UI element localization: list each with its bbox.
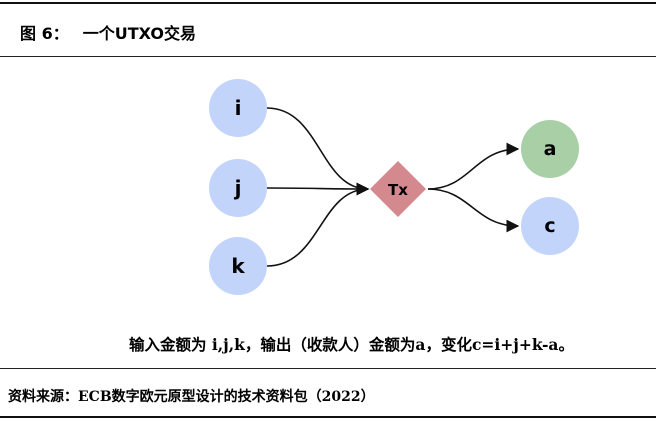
input-node-j: j [209,159,267,217]
figure-title-text: 一个UTXO交易 [82,24,196,43]
input-node-i: i [209,79,267,137]
output-node-a-label: a [544,138,557,160]
edge-j-tx [266,182,370,196]
top-rule [0,2,656,4]
input-node-j-label: j [234,176,242,200]
edge-i-tx [266,107,370,196]
output-node-c-label: c [544,215,555,237]
output-node-a: a [521,120,579,178]
utxo-diagram: i j k Tx a c [209,79,579,295]
edge-tx-c [427,188,520,233]
source-note: 资料来源：ECB数字欧元原型设计的技术资料包（2022） [8,389,375,405]
transaction-node-label: Tx [388,181,408,199]
edge-k-tx [266,182,370,267]
input-node-k: k [209,237,267,295]
caption-rule [0,368,656,369]
figure-number: 图 6： [20,24,69,43]
diagram-caption: 输入金额为 i,j,k，输出（收款人）金额为a，变化c=i+j+k-a。 [129,335,574,354]
bottom-rule [0,416,656,418]
figure-title: 图 6： 一个UTXO交易 [8,20,196,44]
output-node-c: c [521,197,579,255]
edge-tx-a [427,142,520,190]
transaction-node: Tx [370,161,426,217]
input-node-i-label: i [235,96,242,120]
input-node-k-label: k [231,254,245,278]
title-rule [0,56,656,57]
